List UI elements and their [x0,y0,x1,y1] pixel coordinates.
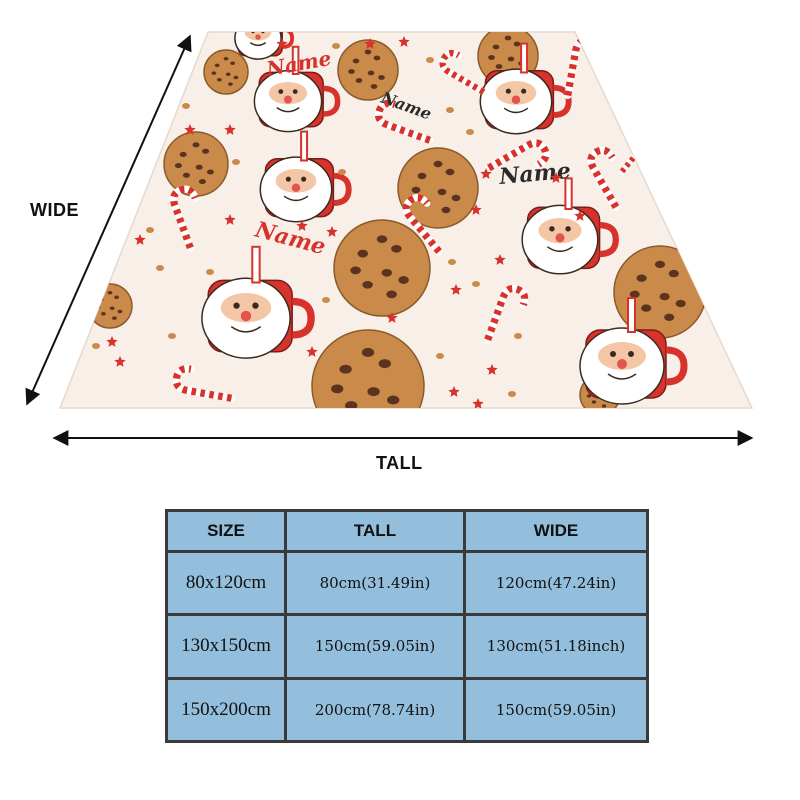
santa-mug-icon [579,297,688,405]
cookie-icon [337,39,399,101]
wide-dimension-label: WIDE [30,200,79,220]
cookie-icon [397,147,479,229]
crumb-icon [206,269,214,275]
star-icon [398,36,410,47]
star-icon [224,124,236,135]
santa-mug-icon [201,245,315,359]
size-cell: 130x150cm [168,616,284,677]
table-row: 150x200cm 200cm(78.74in) 150cm(59.05in) [168,679,646,740]
star-icon [326,226,338,237]
star-icon [306,346,318,357]
star-icon [386,312,398,323]
crumb-icon [156,265,164,271]
crumb-icon [168,333,176,339]
star-icon [296,220,308,231]
star-icon [472,398,484,408]
star-icon [470,204,482,215]
star-icon [224,214,236,225]
header-size: SIZE [168,512,284,550]
santa-mug-icon [479,42,572,135]
table-row: 80x120cm 80cm(31.49in) 120cm(47.24in) [168,552,646,614]
cookie-icon [311,329,425,408]
santa-mug-icon [521,177,619,275]
crumb-icon [182,103,190,109]
candy-cane-icon [374,99,434,144]
crumb-icon [514,333,522,339]
wide-cell: 150cm(59.05in) [466,679,646,740]
star-icon [114,356,126,367]
star-icon [696,250,708,261]
star-icon [550,172,562,183]
star-icon [494,254,506,265]
cookie-icon [87,283,133,329]
star-icon [184,124,196,135]
star-icon [448,386,460,397]
star-icon [106,336,118,347]
tall-dimension-label: TALL [376,453,423,473]
star-icon [134,234,146,245]
cookie-icon [333,219,431,317]
star-icon [450,284,462,295]
crumb-icon [232,159,240,165]
crumb-icon [332,43,340,49]
header-wide: WIDE [466,512,646,550]
star-icon [480,168,492,179]
star-icon [684,212,696,223]
candy-cane-icon [484,284,529,344]
star-icon [574,210,586,221]
cookie-icon [203,49,249,95]
crumb-icon [446,107,454,113]
header-tall: TALL [287,512,463,550]
size-cell: 80x120cm [168,552,284,614]
candy-cane-icon [172,365,236,402]
crumb-icon [92,343,100,349]
wide-cell: 120cm(47.24in) [466,552,646,614]
tall-cell: 150cm(59.05in) [287,616,463,677]
star-icon [136,174,148,185]
candy-cane-icon [402,194,443,256]
santa-mug-icon [259,130,352,223]
crumb-icon [466,129,474,135]
crumb-icon [338,169,346,175]
wide-dimension-arrow [25,34,192,406]
size-table: SIZE TALL WIDE 80x120cm 80cm(31.49in) 12… [165,509,649,743]
tall-cell: 200cm(78.74in) [287,679,463,740]
crumb-icon [436,353,444,359]
name-print-text: Name [497,158,572,190]
table-row: 130x150cm 150cm(59.05in) 130cm(51.18inch… [168,616,646,677]
star-icon [364,38,376,49]
crumb-icon [508,391,516,397]
star-icon [276,38,288,49]
crumb-icon [322,297,330,303]
size-table-header-row: SIZE TALL WIDE [168,512,646,550]
wide-cell: 130cm(51.18inch) [466,616,646,677]
candy-cane-icon [485,139,550,172]
candy-cane-icon [587,146,620,211]
crumb-icon [472,281,480,287]
santa-mug-icon [253,45,341,133]
size-cell: 150x200cm [168,679,284,740]
crumb-icon [146,227,154,233]
star-icon [486,364,498,375]
cookie-icon [163,131,229,197]
candy-cane-icon [439,49,487,96]
candy-cane-icon [170,185,199,252]
tall-cell: 80cm(31.49in) [287,552,463,614]
crumb-icon [426,57,434,63]
crumb-icon [448,259,456,265]
santa-mug-icon [234,32,295,60]
size-table-frame: SIZE TALL WIDE 80x120cm 80cm(31.49in) 12… [165,509,649,743]
